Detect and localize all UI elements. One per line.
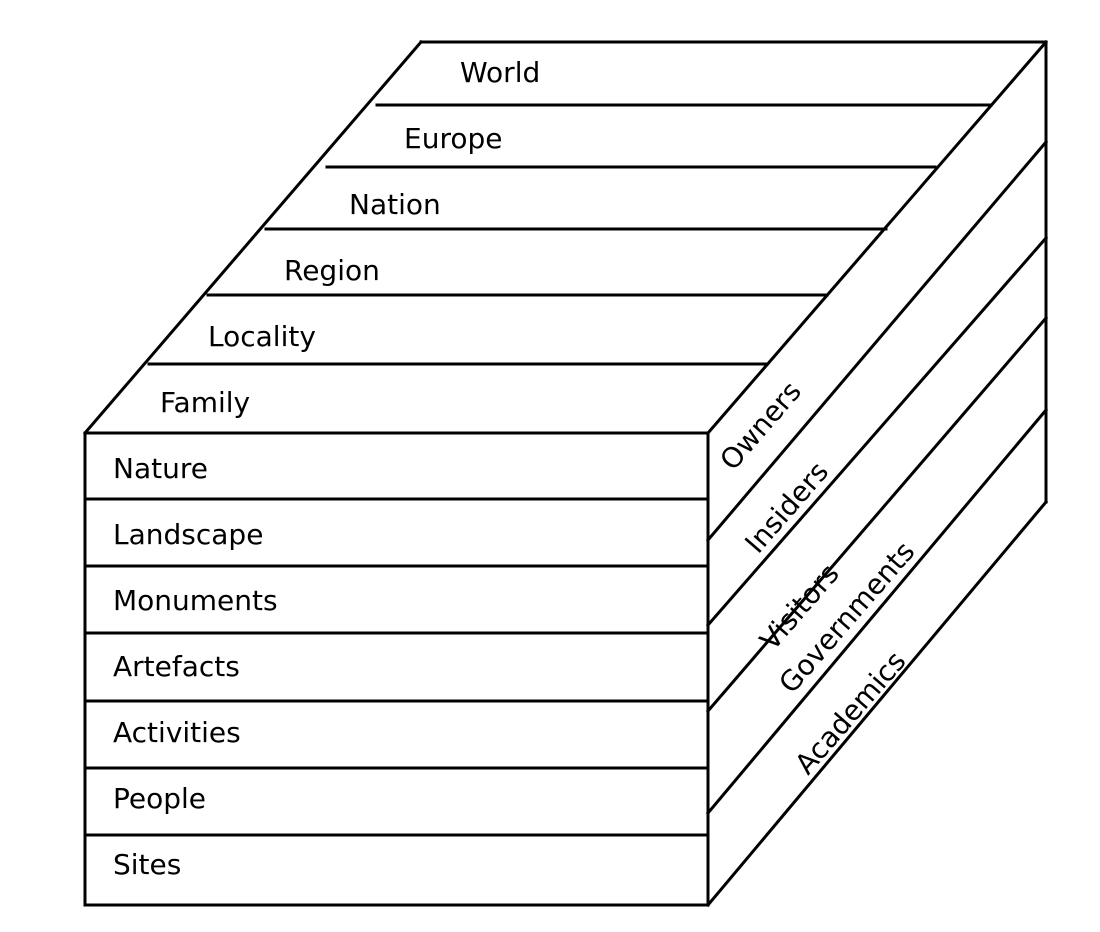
side-layer-label: Owners — [713, 375, 807, 477]
front-layer-label: Sites — [113, 848, 181, 881]
front-layer-label: Activities — [113, 716, 241, 749]
side-layer-label: Insiders — [738, 455, 835, 559]
side-divider — [705, 139, 1049, 543]
side-divider — [705, 407, 1049, 816]
front-layer-label: Landscape — [113, 518, 263, 551]
top-layer-label: World — [460, 56, 540, 89]
top-face: World Europe Nation Region Locality Fami… — [160, 56, 540, 419]
top-left-edge — [82, 39, 424, 436]
front-layer-label: Artefacts — [113, 650, 240, 683]
front-layer-label: Nature — [113, 452, 208, 485]
top-layer-label: Region — [284, 254, 380, 287]
side-divider — [705, 235, 1049, 628]
top-layer-label: Europe — [404, 122, 502, 155]
side-face: Owners Insiders Visitors Governments Aca… — [713, 375, 921, 781]
front-layer-label: People — [113, 782, 206, 815]
side-bottom-edge — [705, 499, 1049, 908]
cube-edges — [82, 39, 1049, 908]
front-layer-label: Monuments — [113, 584, 278, 617]
top-layer-label: Locality — [208, 320, 316, 353]
top-right-edge — [705, 39, 1049, 436]
top-layer-label: Nation — [349, 188, 441, 221]
front-face: Nature Landscape Monuments Artefacts Act… — [113, 452, 278, 881]
side-divider — [705, 315, 1049, 714]
top-layer-label: Family — [160, 386, 250, 419]
